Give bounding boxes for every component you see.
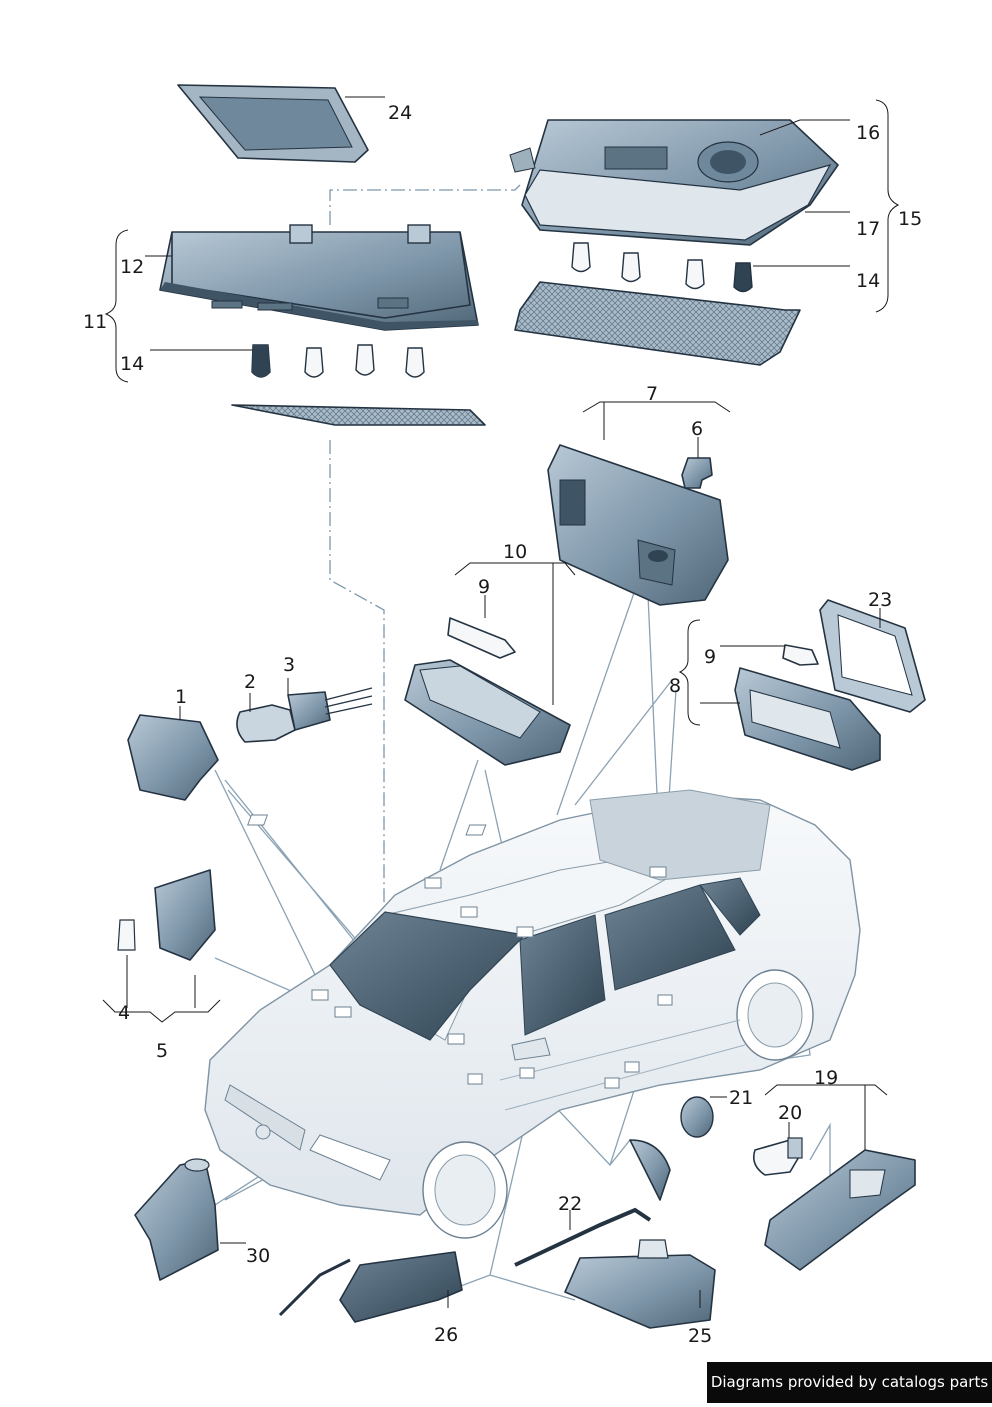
callout-16: 16 [856,122,881,144]
callout-7: 7 [646,383,659,405]
callout-11: 11 [83,311,108,333]
part-22-cable [514,1139,671,1267]
callout-3: 3 [283,654,296,676]
part-4-5-switch [117,869,216,961]
part-21-grommet [680,1096,714,1138]
part-2-bulb [236,704,296,743]
callout-25: 25 [688,1325,713,1347]
part-7-reading-light [547,444,729,606]
callout-30: 30 [246,1245,271,1267]
callout-2: 2 [244,671,257,693]
part-9b-bulb [782,644,819,666]
callout-10: 10 [503,541,528,563]
callout-14-left: 14 [120,353,145,375]
part-6-clip [681,457,713,489]
callout-19: 19 [814,1067,839,1089]
credit-banner: Diagrams provided by catalogs parts [707,1362,992,1403]
part-25-lens [564,1239,716,1329]
part-8-lamp [734,667,881,771]
callout-9-left: 9 [478,576,491,598]
callout-26: 26 [434,1324,459,1346]
bulbs-14-left [251,344,425,378]
part-26-mirror-light [278,1251,463,1323]
part-24-lens [177,84,369,163]
part-mesh-lens [514,281,801,366]
part-9-festoon-bulb [447,617,516,659]
callout-17: 17 [856,218,881,240]
callout-21: 21 [729,1087,754,1109]
callout-8: 8 [669,675,682,697]
part-19-lamp [764,1149,916,1271]
leader-lines [102,96,900,1308]
part-30-switch [134,1158,219,1281]
callout-22: 22 [558,1193,583,1215]
callout-6: 6 [691,418,704,440]
callout-9-right: 9 [704,646,717,668]
part-16-17-housing [509,119,839,246]
callout-5: 5 [156,1040,169,1062]
part-lens-lower [231,404,486,426]
part-1-cap [127,714,219,801]
assembly-lines [329,184,521,915]
callout-15: 15 [898,208,923,230]
bulbs-14-right [571,242,753,293]
part-12-housing [159,224,479,331]
callout-23: 23 [868,589,893,611]
part-20-bulb [752,1137,803,1176]
callout-1: 1 [175,686,188,708]
part-3-socket [287,687,373,731]
callout-12: 12 [120,256,145,278]
part-23-seal [819,599,926,713]
car-illustration [204,789,861,1239]
callout-14-right: 14 [856,270,881,292]
callout-24: 24 [388,102,413,124]
part-10-lamp [404,659,571,766]
callout-20: 20 [778,1102,803,1124]
callout-4: 4 [118,1002,131,1024]
